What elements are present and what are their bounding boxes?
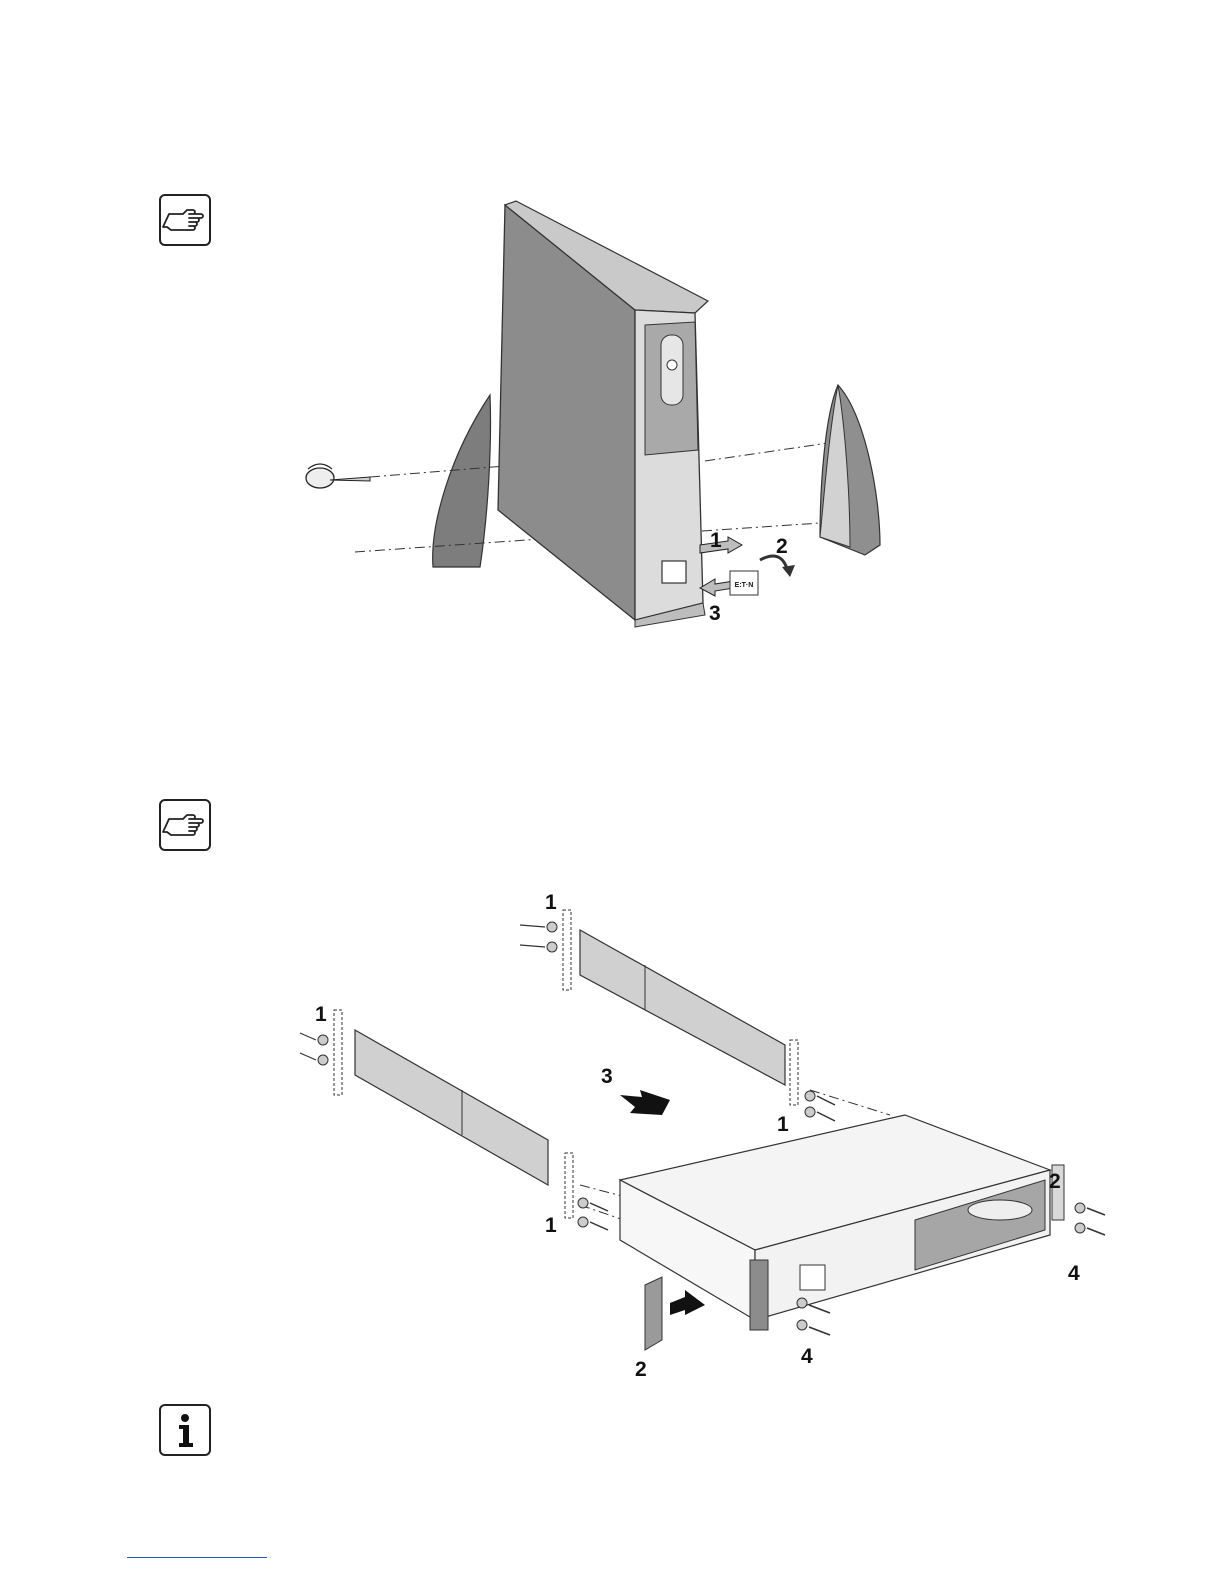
callout-1-right: 1	[777, 1114, 789, 1135]
callout-1: 1	[710, 530, 722, 551]
pointing-hand-icon	[159, 799, 211, 851]
callout-1-left: 1	[315, 1004, 327, 1025]
slide-arrow-3	[620, 1090, 670, 1115]
tower-installation-figure: E:T·N	[290, 195, 910, 635]
callout-1-top: 1	[545, 892, 557, 913]
footer-rule	[127, 1557, 267, 1558]
callout-4-bottom: 4	[801, 1346, 813, 1367]
callout-2-bottom: 2	[635, 1359, 647, 1380]
loose-bracket	[645, 1277, 662, 1350]
callout-3: 3	[601, 1066, 613, 1087]
rotate-arrow-2	[760, 556, 788, 572]
callout-3: 3	[709, 603, 721, 624]
info-icon	[159, 1404, 211, 1456]
rack-rail-top	[520, 910, 798, 1105]
left-foot	[433, 395, 491, 567]
callout-2-right: 2	[1049, 1171, 1061, 1192]
rack-rail-left	[300, 1010, 573, 1218]
callout-4-right: 4	[1068, 1263, 1080, 1284]
callout-1-bottom-left: 1	[545, 1215, 557, 1236]
pointing-hand-icon	[159, 194, 211, 246]
logo-text: E:T·N	[735, 582, 754, 589]
rack-installation-figure	[290, 885, 1120, 1385]
screw-icon	[306, 464, 370, 488]
bracket-arrow-2	[670, 1290, 705, 1315]
callout-2: 2	[776, 536, 788, 557]
